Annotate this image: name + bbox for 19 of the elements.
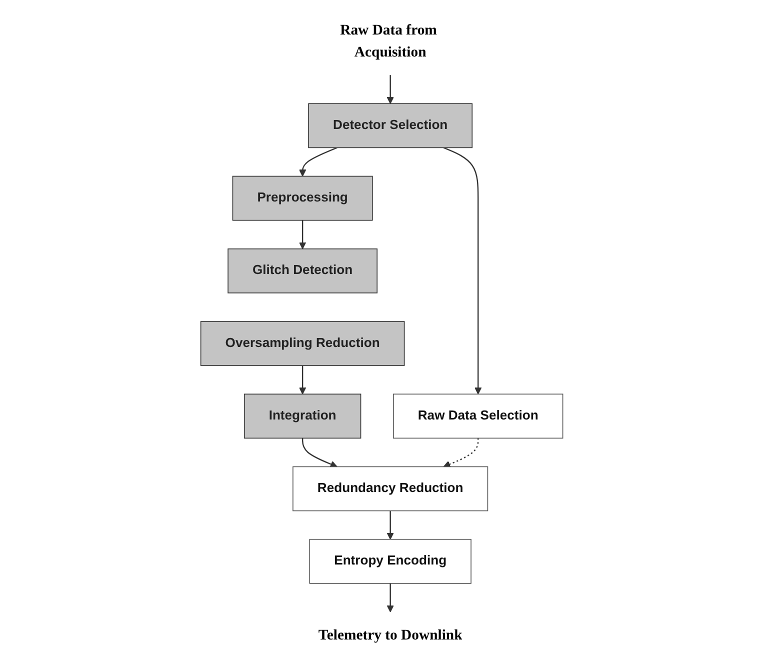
node-text: Telemetry to Downlink — [318, 626, 462, 643]
arrow — [302, 438, 338, 468]
arrow — [386, 583, 394, 612]
arrow — [299, 147, 338, 177]
node-box: Oversampling Reduction — [200, 321, 405, 366]
node-box: Integration — [244, 394, 362, 439]
node-box: Raw Data Selection — [393, 394, 564, 439]
node-box: Entropy Encoding — [309, 538, 472, 584]
arrow — [386, 510, 394, 540]
arrow — [443, 438, 479, 468]
node-text: Raw Data from Acquisition — [340, 21, 438, 60]
node-box: Preprocessing — [232, 176, 373, 221]
arrow — [386, 75, 394, 104]
arrow — [299, 366, 306, 394]
node-box: Detector Selection — [308, 103, 473, 148]
node-box: Glitch Detection — [228, 248, 378, 294]
arrow — [444, 147, 482, 394]
arrow — [299, 220, 306, 250]
node-box: Redundancy Reduction — [292, 466, 488, 512]
